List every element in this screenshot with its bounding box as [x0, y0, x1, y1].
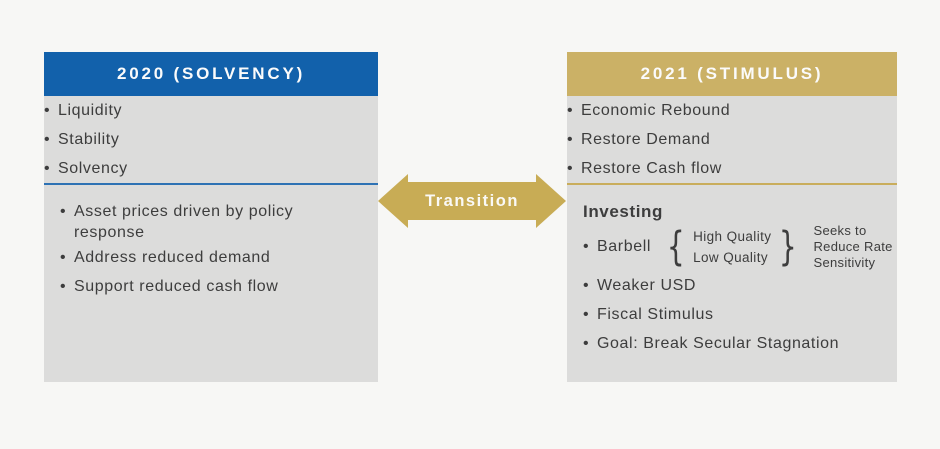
annotation-line: Seeks to — [813, 223, 867, 238]
list-item-label: Restore Cash flow — [581, 160, 722, 177]
list-item-label: Economic Rebound — [581, 102, 731, 119]
barbell-brace-group: { High Quality Low Quality } — [663, 223, 801, 271]
list-item-label: Fiscal Stimulus — [597, 306, 714, 323]
bullet-icon: • — [567, 131, 574, 148]
panel-2020-header: 2020 (SOLVENCY) — [44, 52, 378, 96]
annotation-line: Reduce Rate — [813, 239, 893, 254]
list-item: • Restore Cash flow — [567, 154, 897, 183]
bullet-icon: • — [583, 335, 590, 352]
panel-2021-bottom-list: • Weaker USD • Fiscal Stimulus • Goal: B… — [583, 271, 897, 358]
panel-2020-top-list: • Liquidity • Stability • Solvency — [44, 96, 378, 183]
bullet-icon: • — [583, 277, 590, 294]
list-item: • Liquidity — [44, 96, 378, 125]
panel-2021-header: 2021 (STIMULUS) — [567, 52, 897, 96]
annotation-line: Sensitivity — [813, 255, 876, 270]
left-brace-icon: { — [666, 224, 686, 270]
barbell-brace-items: High Quality Low Quality — [689, 226, 775, 268]
investing-heading: Investing — [583, 202, 664, 221]
bullet-icon: • — [583, 238, 590, 255]
list-item-label: Asset prices driven by policy response — [74, 203, 294, 241]
list-item: • Economic Rebound — [567, 96, 897, 125]
list-item-label: Address reduced demand — [74, 249, 271, 266]
list-item-label: Stability — [58, 131, 120, 148]
list-item: • Stability — [44, 125, 378, 154]
bullet-icon: • — [60, 278, 67, 295]
panel-2020-body: • Liquidity • Stability • Solvency • Ass — [44, 96, 378, 382]
panel-2020-sub-list: • Address reduced demand • Support reduc… — [60, 243, 378, 301]
list-item: • Weaker USD — [583, 271, 897, 300]
transition-label: Transition — [425, 191, 519, 210]
list-item-label: Weaker USD — [597, 277, 697, 294]
panel-2021-bottom-section: Investing • Barbell { High Quality Low Q… — [567, 185, 897, 358]
brace-item-label: High Quality — [693, 229, 772, 244]
list-item-label: Goal: Break Secular Stagnation — [597, 335, 840, 352]
list-item: • Address reduced demand — [60, 243, 378, 272]
gold-divider — [567, 183, 897, 185]
bullet-icon: • — [583, 306, 590, 323]
panel-2021-top-list: • Economic Rebound • Restore Demand • Re… — [567, 96, 897, 183]
panel-2021-stimulus: 2021 (STIMULUS) • Economic Rebound • Res… — [567, 52, 897, 382]
double-arrow-icon — [378, 174, 566, 228]
right-brace-icon: } — [779, 224, 798, 270]
bullet-icon: • — [60, 203, 67, 220]
list-item: • Support reduced cash flow — [60, 272, 378, 301]
transition-arrow: Transition — [378, 173, 566, 229]
bullet-icon: • — [60, 249, 67, 266]
barbell-label: Barbell — [597, 238, 652, 255]
list-item-label: Restore Demand — [581, 131, 711, 148]
list-item-label: Solvency — [58, 160, 128, 177]
panel-2020-solvency: 2020 (SOLVENCY) • Liquidity • Stability … — [44, 52, 378, 382]
bullet-icon: • — [44, 102, 51, 119]
list-item-label: Liquidity — [58, 102, 123, 119]
panel-2020-bottom-section: • Asset prices driven by policy response… — [44, 185, 378, 301]
list-item: • Goal: Break Secular Stagnation — [583, 329, 897, 358]
brace-item-label: Low Quality — [693, 250, 769, 265]
panel-2020-bottom-list: • Asset prices driven by policy response — [60, 201, 378, 243]
panel-2021-body: • Economic Rebound • Restore Demand • Re… — [567, 96, 897, 382]
list-item: • Fiscal Stimulus — [583, 300, 897, 329]
list-item: • Restore Demand — [567, 125, 897, 154]
bullet-icon: • — [567, 102, 574, 119]
list-item: • Solvency — [44, 154, 378, 183]
blue-divider — [44, 183, 378, 185]
panel-2021-title: 2021 (STIMULUS) — [640, 64, 824, 83]
barbell-annotation: Seeks to Reduce Rate Sensitivity — [813, 223, 892, 271]
bullet-icon: • — [567, 160, 574, 177]
list-item: • Asset prices driven by policy response — [60, 201, 378, 243]
barbell-row: • Barbell { High Quality Low Quality } S… — [583, 223, 897, 271]
bullet-icon: • — [44, 131, 51, 148]
panel-2020-title: 2020 (SOLVENCY) — [116, 64, 306, 83]
bullet-icon: • — [44, 160, 51, 177]
list-item-label: Support reduced cash flow — [74, 278, 279, 295]
